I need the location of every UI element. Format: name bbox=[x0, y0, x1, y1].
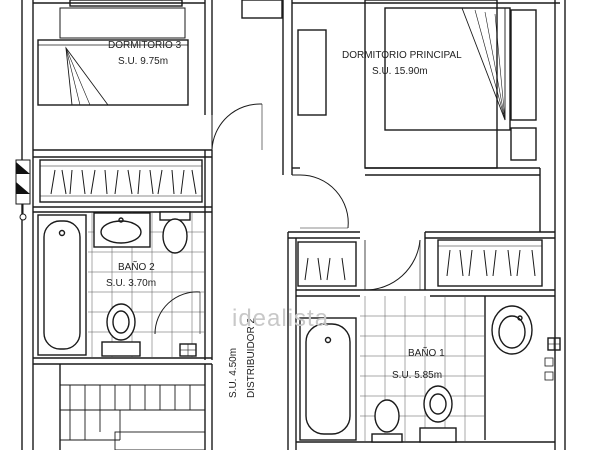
dormitorio-3-area: S.U. 9.75m bbox=[118, 56, 168, 67]
bano-2-label: BAÑO 2 bbox=[118, 260, 155, 273]
door-dormitorio-3 bbox=[211, 103, 263, 151]
bano-1-area: S.U. 5.85m bbox=[392, 370, 442, 381]
principal-area: S.U. 15.90m bbox=[372, 66, 428, 77]
wardrobe-principal-left bbox=[297, 241, 357, 287]
vent-markers bbox=[544, 337, 561, 381]
wardrobe-principal-right bbox=[437, 239, 543, 287]
door-bano-1 bbox=[364, 239, 421, 291]
staircase bbox=[60, 384, 206, 450]
door-principal bbox=[292, 174, 349, 229]
principal-label: DORMITORIO PRINCIPAL bbox=[342, 50, 462, 61]
flue-marker bbox=[15, 159, 31, 221]
bano-2-area: S.U. 3.70m bbox=[106, 278, 156, 289]
bano-2-fixtures bbox=[37, 211, 205, 358]
bano-1-fixtures bbox=[299, 296, 533, 443]
principal-furniture bbox=[297, 0, 537, 169]
dormitorio-3-label: DORMITORIO 3 bbox=[108, 40, 182, 51]
distribuidor-label: DISTRIBUIDOR 2 bbox=[246, 318, 257, 398]
watermark: idealista bbox=[232, 305, 329, 332]
distribuidor-area: S.U. 4.50m bbox=[228, 348, 239, 398]
wardrobe-dormitorio-3 bbox=[39, 159, 203, 203]
bano-1-label: BAÑO 1 bbox=[408, 346, 445, 359]
dormitorio-3-furniture bbox=[37, 7, 189, 106]
